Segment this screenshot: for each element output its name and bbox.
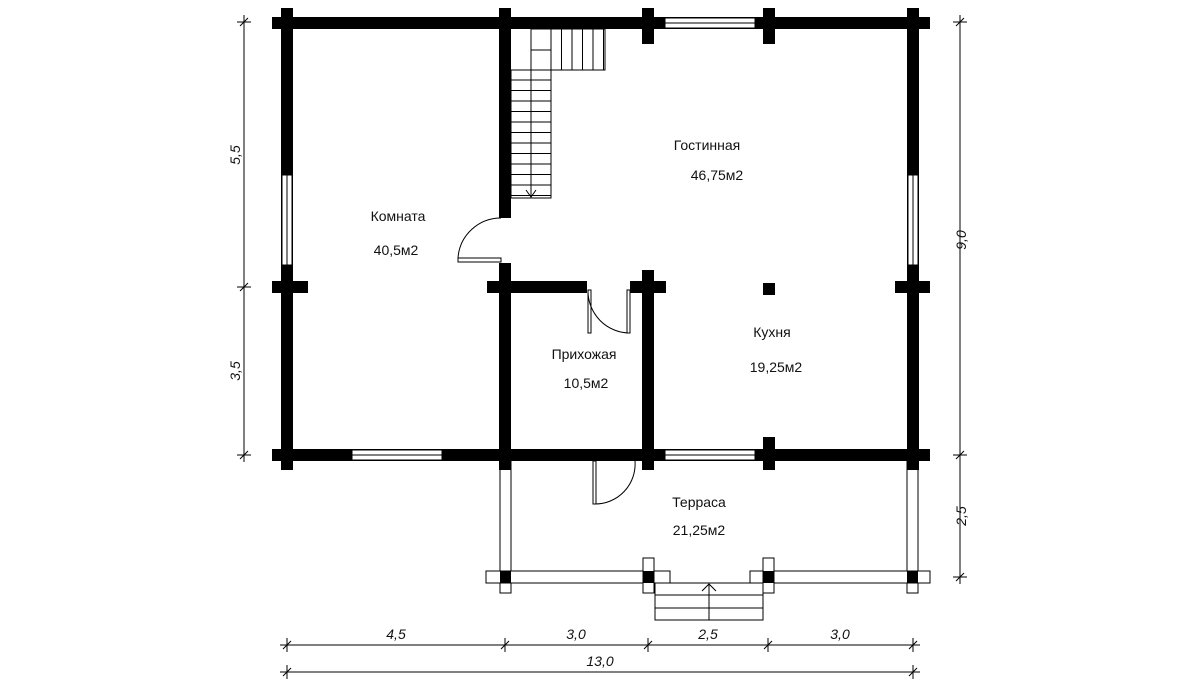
room-area-prihozhaya: 10,5м2 [564,375,609,391]
room-area-komnata: 40,5м2 [374,242,419,258]
staircase [510,28,606,199]
room-name-terrasa: Терраса [672,494,726,510]
column [763,283,775,295]
doors [457,217,636,505]
room-name-gostinnaya: Гостинная [674,137,741,153]
dim-bottom-4: 3,0 [830,626,850,642]
terrace-structure [485,460,931,594]
room-name-prihozhaya: Прихожая [552,346,617,362]
dim-total: 13,0 [586,653,613,669]
dim-bottom-2: 3,0 [566,626,586,642]
dim-right-2: 2,5 [953,506,969,527]
walls [272,8,930,470]
dimension-lines [237,15,967,679]
windows [281,17,919,461]
dim-bottom-1: 4,5 [386,626,406,642]
room-name-komnata: Комната [371,208,426,224]
entrance-steps [654,582,764,621]
dim-right-1: 9,0 [953,230,969,250]
room-name-kuhnya: Кухня [753,324,790,340]
dim-bottom-3: 2,5 [697,626,718,642]
dim-left-2: 3,5 [227,361,243,381]
dim-left-1: 5,5 [227,145,243,165]
room-area-kuhnya: 19,25м2 [750,359,803,375]
room-area-terrasa: 21,25м2 [673,522,726,538]
room-area-gostinnaya: 46,75м2 [691,167,744,183]
